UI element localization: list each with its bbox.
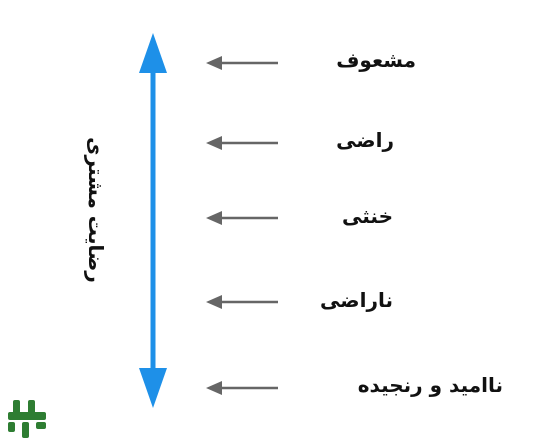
level-label-delighted: مشعوف: [336, 48, 416, 72]
level-label-dissatisfied: ناراضی: [320, 288, 393, 312]
pointer-arrow-5: [206, 381, 278, 395]
brand-logo-icon: [8, 400, 46, 438]
pointer-arrow-4: [206, 295, 278, 309]
pointer-arrow-2: [206, 136, 278, 150]
level-label-neutral: خنثی: [342, 204, 393, 228]
satisfaction-axis-arrow: [139, 33, 167, 408]
axis-arrowhead-up: [139, 33, 167, 73]
level-label-disappointed: ناامید و رنجیده: [357, 373, 503, 397]
pointer-arrow-1: [206, 56, 278, 70]
axis-arrowhead-down: [139, 368, 167, 408]
level-label-satisfied: راضی: [336, 128, 394, 152]
pointer-arrow-3: [206, 211, 278, 225]
axis-title: رضایت مشتری: [84, 137, 108, 283]
